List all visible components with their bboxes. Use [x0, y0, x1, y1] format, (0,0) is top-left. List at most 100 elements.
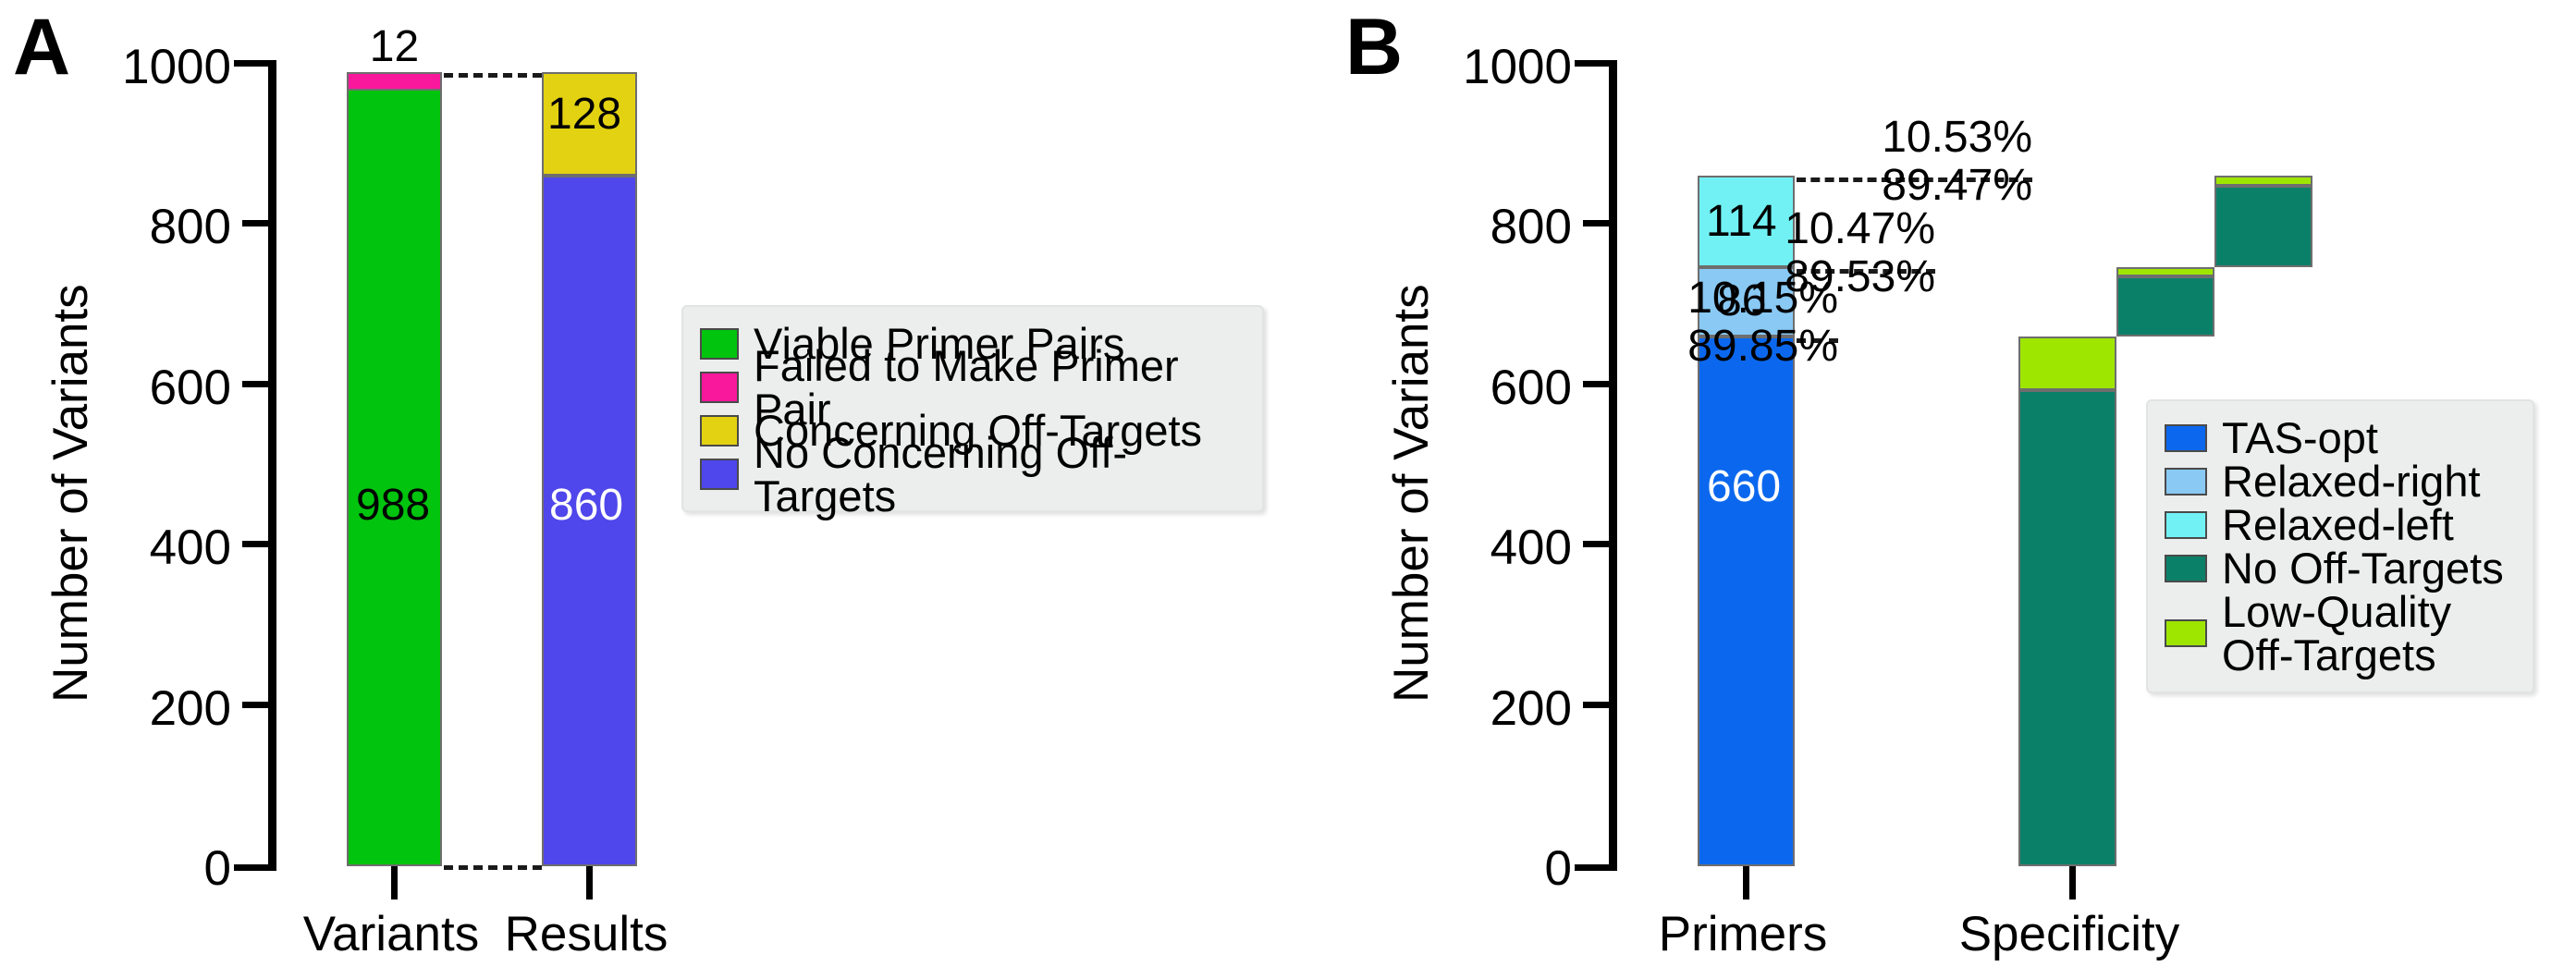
y-tick-label-600-b: 600: [1490, 361, 1572, 415]
legend-swatch-icon-concerning-off-targets: [700, 414, 739, 447]
bar-segment-relaxed-left[interactable]: [1698, 176, 1795, 267]
bar-value-label-86: 86: [1717, 276, 1767, 325]
legend-label-relaxed-left: Relaxed-left: [2222, 500, 2454, 549]
bar-value-label-988: 988: [356, 481, 431, 530]
y-tick-800-a: [242, 220, 276, 226]
bar-segment-no-off-targets-group1[interactable]: [2018, 390, 2116, 866]
legend-swatch-icon-no-off-targets: [2165, 554, 2207, 582]
legend-swatch-icon-low-quality-off-targets: [2165, 619, 2207, 647]
pct-top-group2: 10.47%: [1785, 204, 1935, 253]
bar-segment-low-quality-off-targets-group3[interactable]: [2214, 176, 2312, 186]
pct-top-group3: 10.53%: [1882, 113, 2032, 162]
y-tick-label-0-b: 0: [1544, 841, 1572, 896]
legend-item-viable-primer-pairs[interactable]: Viable Primer Pairs: [700, 322, 1242, 365]
bar-segment-low-quality-off-targets-group1[interactable]: [2018, 337, 2116, 390]
y-tick-1000-b: [1575, 60, 1617, 67]
legend-label-viable-primer-pairs: Viable Primer Pairs: [754, 319, 1125, 368]
x-tick-label-variants: Variants: [302, 907, 480, 961]
y-tick-400-b: [1583, 541, 1617, 547]
legend-swatch-icon-viable-primer-pairs: [700, 327, 739, 360]
y-tick-label-400-b: 400: [1490, 520, 1572, 575]
bar-segment-no-off-targets-group2[interactable]: [2116, 276, 2214, 337]
legend-item-tas-opt[interactable]: TAS-opt: [2165, 416, 2512, 459]
y-tick-200-a: [242, 702, 276, 708]
connector-group2-b: [1797, 269, 1935, 274]
legend-label-low-quality-off-targets: Low-Quality Off-Targets: [2222, 587, 2452, 679]
legend-item-no-off-targets[interactable]: No Off-Targets: [2165, 546, 2512, 590]
legend-item-concerning-off-targets[interactable]: Concerning Off-Targets: [700, 409, 1242, 452]
x-tick-primers-b: [1743, 866, 1749, 899]
x-tick-label-specificity: Specificity: [1958, 907, 2180, 961]
y-tick-label-800-b: 800: [1490, 200, 1572, 254]
panel-a: A Number of Variants 1000 800 600 400 20…: [13, 3, 1264, 961]
panel-letter-a: A: [13, 3, 70, 92]
legend-swatch-icon-relaxed-left: [2165, 510, 2207, 539]
x-tick-label-results: Results: [504, 907, 669, 961]
y-tick-600-b: [1583, 381, 1617, 387]
y-axis-spine-a: [268, 60, 276, 871]
bar-segment-no-off-targets-group3[interactable]: [2214, 186, 2312, 267]
legend-label-relaxed-right: Relaxed-right: [2222, 457, 2481, 506]
legend-panel-a: Viable Primer Pairs Failed to Make Prime…: [681, 305, 1264, 518]
x-tick-variants-a: [391, 866, 398, 899]
legend-label-concerning-off-targets: Concerning Off-Targets: [754, 406, 1203, 455]
y-tick-800-b: [1583, 220, 1617, 226]
bar-value-label-128: 128: [547, 90, 622, 139]
legend-item-no-concerning-off-targets[interactable]: No Concerning Off-Targets: [700, 431, 1242, 518]
bar-value-label-660: 660: [1707, 462, 1782, 511]
y-tick-1000-a: [234, 60, 276, 67]
y-axis-spine-b: [1609, 60, 1617, 871]
y-tick-600-a: [242, 381, 276, 387]
pct-top-group1: 10.15%: [1687, 274, 1838, 323]
connector-bottom-a: [444, 865, 542, 870]
y-tick-label-600-a: 600: [149, 361, 231, 415]
y-tick-label-1000-b: 1000: [1463, 40, 1572, 94]
x-tick-specificity-b: [2069, 866, 2076, 899]
y-tick-200-b: [1583, 702, 1617, 708]
legend-swatch-icon-relaxed-right: [2165, 467, 2207, 496]
y-axis-title-a: Number of Variants: [43, 284, 98, 703]
bar-value-label-114: 114: [1706, 197, 1777, 246]
bar-value-label-860: 860: [549, 481, 624, 530]
legend-item-failed-to-make-primer-pair[interactable]: Failed to Make Primer Pair: [700, 344, 1242, 431]
legend-item-low-quality-off-targets[interactable]: Low-Quality Off-Targets: [2165, 590, 2512, 677]
legend-label-no-concerning-off-targets: No Concerning Off-Targets: [754, 427, 1128, 520]
pct-bottom-group2: 89.53%: [1785, 251, 1935, 301]
legend-swatch-icon-failed-to-make-primer-pair: [700, 371, 739, 403]
bar-value-label-12: 12: [369, 22, 420, 71]
legend-label-tas-opt: TAS-opt: [2222, 413, 2378, 462]
legend-label-failed-to-make-primer-pair: Failed to Make Primer Pair: [754, 340, 1179, 434]
bar-segment-tas-opt[interactable]: [1698, 337, 1795, 866]
connector-group1-b: [1797, 338, 1838, 343]
bar-segment-failed-to-make-primer-pair[interactable]: [347, 72, 442, 91]
legend-swatch-icon-no-concerning-off-targets: [700, 458, 739, 490]
y-tick-label-200-a: 200: [149, 681, 231, 736]
y-tick-label-1000-a: 1000: [122, 40, 231, 94]
y-tick-0-a: [234, 864, 276, 871]
pct-label-group1: 10.15%89.85%: [1598, 275, 1838, 371]
pct-bottom-group1: 89.85%: [1687, 321, 1838, 371]
y-tick-400-a: [242, 541, 276, 547]
y-tick-label-400-a: 400: [149, 520, 231, 575]
legend-item-relaxed-left[interactable]: Relaxed-left: [2165, 503, 2512, 546]
y-tick-label-200-b: 200: [1490, 681, 1572, 736]
panel-b: B Number of Variants 1000 800 600 400 20…: [1288, 0, 2576, 979]
bar-segment-viable-primer-pairs[interactable]: [347, 89, 442, 866]
panel-letter-b: B: [1345, 3, 1403, 92]
bar-segment-low-quality-off-targets-group2[interactable]: [2116, 267, 2214, 276]
connector-group3-b: [1797, 177, 2032, 182]
y-tick-label-0-a: 0: [203, 841, 231, 896]
legend-swatch-icon-tas-opt: [2165, 423, 2207, 452]
legend-item-relaxed-right[interactable]: Relaxed-right: [2165, 459, 2512, 503]
legend-panel-b: TAS-opt Relaxed-right Relaxed-left No Of…: [2146, 399, 2534, 693]
pct-label-group2: 10.47%89.53%: [1695, 205, 1935, 301]
connector-top-a: [444, 73, 542, 78]
pct-label-group3: 10.53%89.47%: [1792, 114, 2032, 210]
x-tick-label-primers: Primers: [1658, 907, 1828, 961]
bar-segment-relaxed-right[interactable]: [1698, 267, 1795, 337]
y-tick-0-b: [1575, 864, 1617, 871]
legend-label-no-off-targets: No Off-Targets: [2222, 544, 2504, 593]
bar-segment-no-concerning-off-targets[interactable]: [542, 176, 637, 866]
y-axis-title-b: Number of Variants: [1384, 284, 1439, 703]
bar-segment-concerning-off-targets[interactable]: [542, 72, 637, 176]
